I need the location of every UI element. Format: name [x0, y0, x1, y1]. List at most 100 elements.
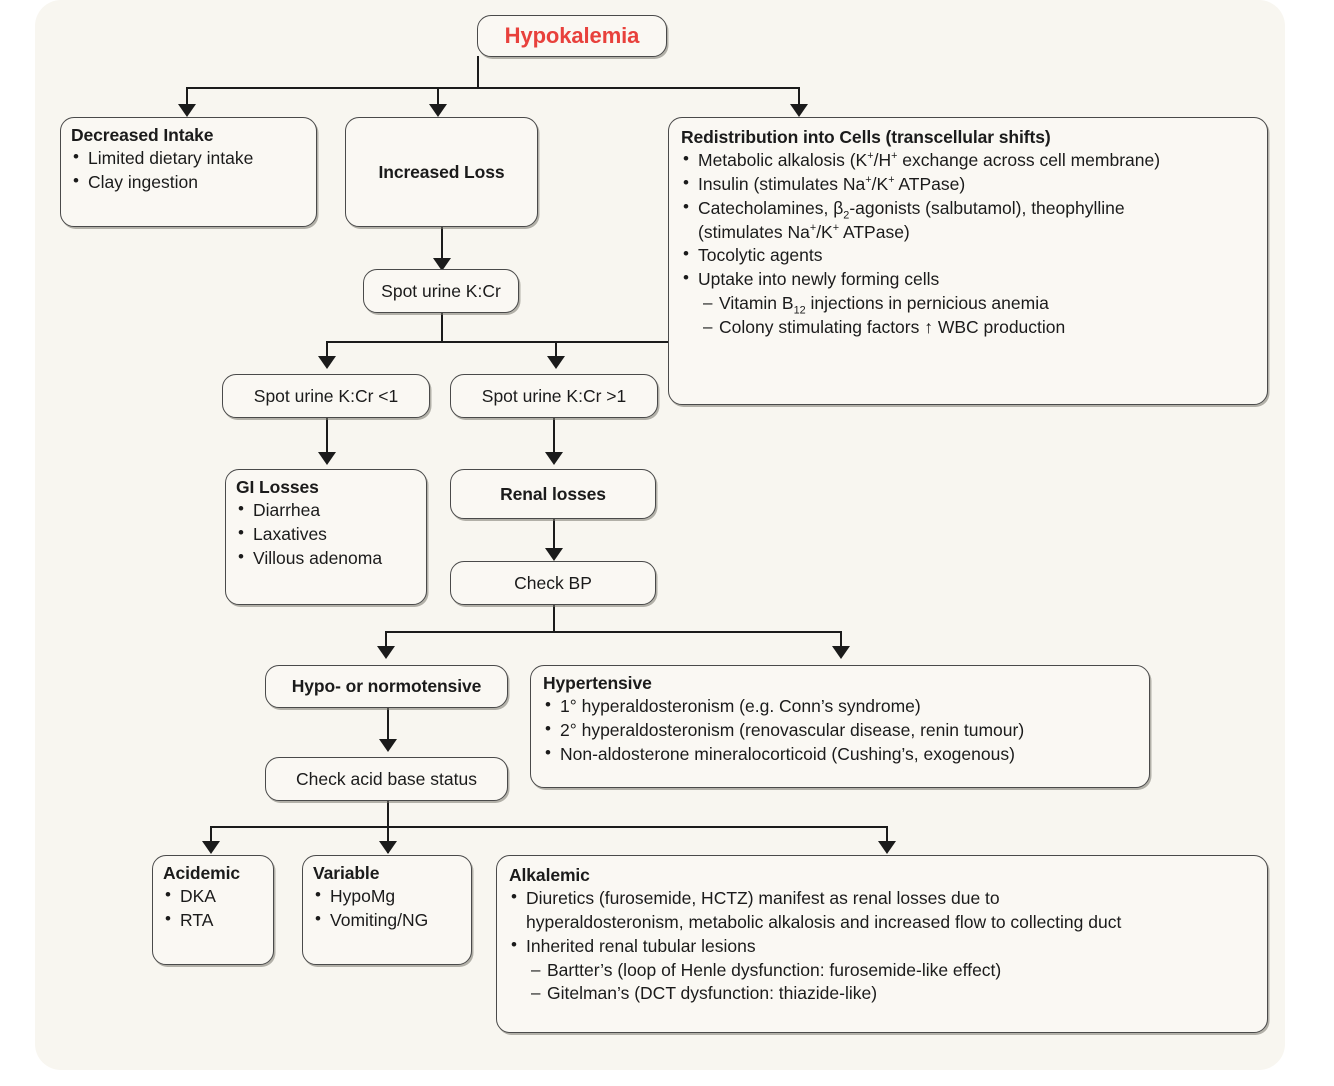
sub-list-item: Gitelman’s (DCT dysfunction: thiazide-li… — [509, 982, 1255, 1005]
list-item: Clay ingestion — [71, 170, 306, 194]
list-item: Catecholamines, β2-agonists (salbutamol)… — [681, 196, 1255, 221]
connector-root-bar — [186, 87, 799, 89]
connector-root-right — [798, 87, 800, 112]
node-increased-loss-label: Increased Loss — [378, 161, 505, 182]
arrow-to-increased-loss — [429, 104, 447, 117]
list-item: Tocolytic agents — [681, 243, 1255, 267]
node-decreased-intake[interactable]: Decreased Intake Limited dietary intake … — [60, 117, 317, 227]
list-item: Diarrhea — [236, 498, 416, 522]
node-gi-losses[interactable]: GI Losses Diarrhea Laxatives Villous ade… — [225, 469, 427, 605]
node-hypertensive[interactable]: Hypertensive 1° hyperaldosteronism (e.g.… — [530, 665, 1150, 788]
list-item: DKA — [163, 884, 263, 908]
list-item: RTA — [163, 908, 263, 932]
arrow-to-spot-urine — [433, 258, 451, 271]
connector-spot-right — [555, 341, 557, 364]
node-variable-title: Variable — [313, 863, 380, 883]
node-increased-loss[interactable]: Increased Loss — [345, 117, 538, 227]
arrow-to-acidemic — [202, 841, 220, 854]
node-gi-losses-list: Diarrhea Laxatives Villous adenoma — [236, 498, 416, 570]
node-variable-list: HypoMg Vomiting/NG — [313, 884, 461, 932]
node-redistribution-list: Metabolic alkalosis (K+/H+ exchange acro… — [681, 148, 1255, 339]
list-item: HypoMg — [313, 884, 461, 908]
node-decreased-intake-title: Decreased Intake — [71, 125, 214, 145]
connector-acid-left — [210, 826, 212, 849]
node-spot-urine-label: Spot urine K:Cr — [381, 280, 501, 301]
node-decreased-intake-list: Limited dietary intake Clay ingestion — [71, 146, 306, 194]
list-item: Uptake into newly forming cells — [681, 267, 1255, 291]
arrow-to-hypertensive — [832, 646, 850, 659]
sub-list-item: Vitamin B12 injections in pernicious ane… — [681, 292, 1255, 316]
list-item: Insulin (stimulates Na+/K+ ATPase) — [681, 172, 1255, 196]
node-spot-urine-low[interactable]: Spot urine K:Cr <1 — [222, 374, 430, 418]
list-item: Metabolic alkalosis (K+/H+ exchange acro… — [681, 148, 1255, 172]
connector-root-stem — [477, 56, 479, 88]
list-item: Laxatives — [236, 522, 416, 546]
connector-bp-right — [840, 631, 842, 653]
node-alkalemic-list: Diuretics (furosemide, HCTZ) manifest as… — [509, 886, 1255, 1005]
connector-acid-right — [886, 826, 888, 849]
arrow-to-hypo-normotensive — [377, 646, 395, 659]
connector-renal-to-bp — [553, 519, 555, 559]
node-spot-urine-high[interactable]: Spot urine K:Cr >1 — [450, 374, 658, 418]
list-item: Diuretics (furosemide, HCTZ) manifest as… — [509, 886, 1255, 910]
connector-hypo-to-acid — [387, 708, 389, 750]
list-item: Non-aldosterone mineralocorticoid (Cushi… — [543, 742, 1137, 766]
node-hypertensive-list: 1° hyperaldosteronism (e.g. Conn’s syndr… — [543, 694, 1137, 766]
node-renal-losses[interactable]: Renal losses — [450, 469, 656, 519]
connector-root-left — [186, 87, 188, 112]
connector-root-mid — [437, 87, 439, 112]
node-redistribution-title: Redistribution into Cells (transcellular… — [681, 127, 1051, 147]
node-check-bp[interactable]: Check BP — [450, 561, 656, 605]
list-item-continuation: hyperaldosteronism, metabolic alkalosis … — [526, 912, 1122, 933]
node-hypokalemia-label: Hypokalemia — [504, 22, 640, 48]
sub-list-item: Colony stimulating factors ↑ WBC product… — [681, 316, 1255, 339]
arrow-to-check-bp — [545, 548, 563, 561]
connector-high-to-renal — [553, 418, 555, 463]
node-hypertensive-title: Hypertensive — [543, 673, 652, 693]
list-item: Villous adenoma — [236, 546, 416, 570]
list-item-continuation: (stimulates Na+/K+ ATPase) — [698, 221, 910, 242]
arrow-to-redistribution — [790, 104, 808, 117]
arrow-to-gi-losses — [318, 452, 336, 465]
node-acidemic[interactable]: Acidemic DKA RTA — [152, 855, 274, 965]
arrow-to-variable — [379, 841, 397, 854]
list-item: Inherited renal tubular lesions — [509, 934, 1255, 958]
connector-bp-left — [385, 631, 387, 653]
arrow-to-alkalemic — [878, 841, 896, 854]
arrow-to-check-acid-base — [379, 739, 397, 752]
node-spot-urine[interactable]: Spot urine K:Cr — [363, 269, 519, 313]
node-hypo-normotensive[interactable]: Hypo- or normotensive — [265, 665, 508, 708]
sub-list-item: Bartter’s (loop of Henle dysfunction: fu… — [509, 959, 1255, 982]
node-gi-losses-title: GI Losses — [236, 477, 319, 497]
node-renal-losses-label: Renal losses — [500, 483, 606, 504]
node-acidemic-list: DKA RTA — [163, 884, 263, 932]
node-check-bp-label: Check BP — [514, 572, 592, 593]
list-item: Limited dietary intake — [71, 146, 306, 170]
arrow-to-decreased-intake — [178, 104, 196, 117]
connector-loss-to-spot — [441, 227, 443, 269]
connector-bp-bar — [385, 631, 841, 633]
node-hypo-normotensive-label: Hypo- or normotensive — [291, 676, 482, 697]
node-redistribution[interactable]: Redistribution into Cells (transcellular… — [668, 117, 1268, 405]
node-variable[interactable]: Variable HypoMg Vomiting/NG — [302, 855, 472, 965]
arrow-to-spot-high — [547, 356, 565, 369]
arrow-to-spot-low — [318, 356, 336, 369]
connector-acid-bar — [210, 826, 887, 828]
connector-bp-stem — [553, 605, 555, 632]
connector-spot-stem — [441, 313, 443, 342]
node-spot-urine-low-label: Spot urine K:Cr <1 — [253, 385, 399, 406]
node-alkalemic[interactable]: Alkalemic Diuretics (furosemide, HCTZ) m… — [496, 855, 1268, 1033]
list-item: 2° hyperaldosteronism (renovascular dise… — [543, 718, 1137, 742]
node-alkalemic-title: Alkalemic — [509, 865, 590, 885]
node-acidemic-title: Acidemic — [163, 863, 241, 883]
node-spot-urine-high-label: Spot urine K:Cr >1 — [481, 385, 627, 406]
arrow-to-renal-losses — [545, 452, 563, 465]
node-check-acid-base[interactable]: Check acid base status — [265, 757, 508, 801]
list-item: Vomiting/NG — [313, 908, 461, 932]
node-hypokalemia[interactable]: Hypokalemia — [477, 15, 667, 57]
connector-spot-bar — [326, 341, 757, 343]
connector-spot-left — [326, 341, 328, 364]
connector-low-to-gi — [326, 418, 328, 463]
list-item: 1° hyperaldosteronism (e.g. Conn’s syndr… — [543, 694, 1137, 718]
